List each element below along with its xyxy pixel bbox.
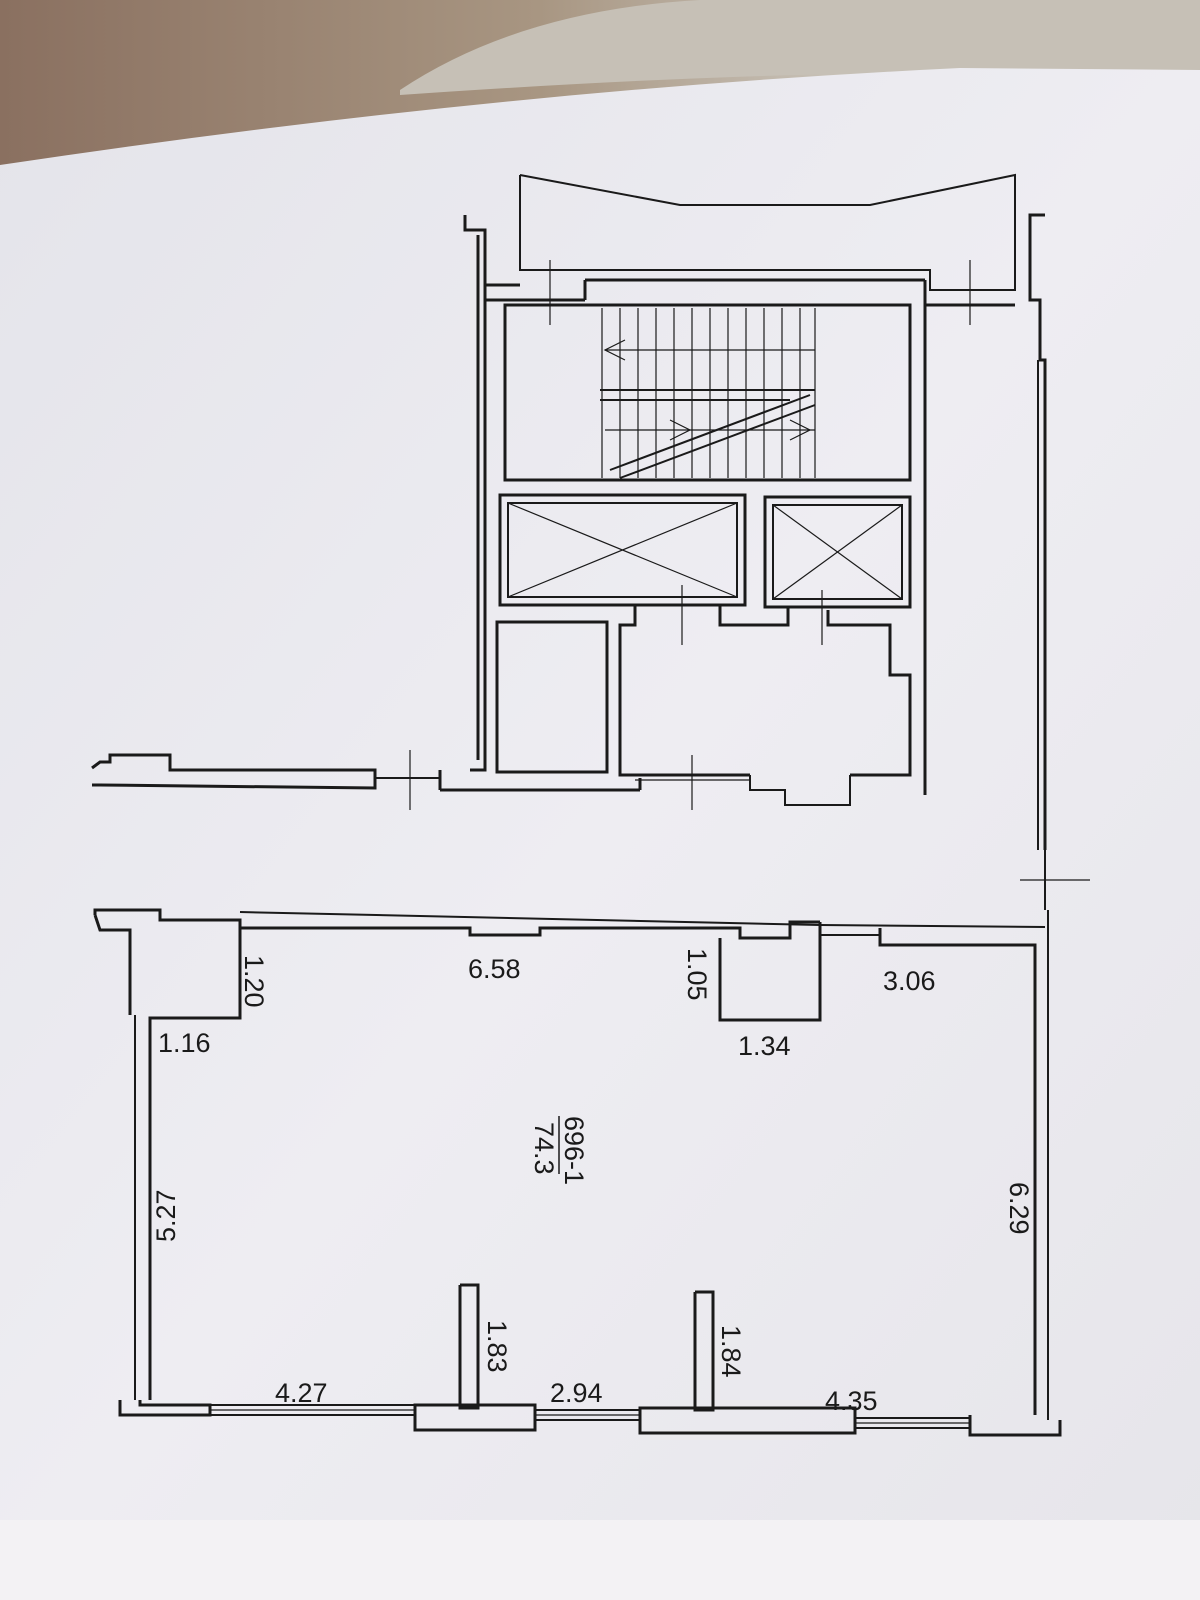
- dim-5-27: 5.27: [151, 1189, 181, 1242]
- dim-4-27: 4.27: [275, 1378, 328, 1408]
- dim-1-83: 1.83: [482, 1320, 512, 1373]
- dim-1-05: 1.05: [682, 948, 712, 1001]
- room-label: 696-1 74.3: [529, 1116, 589, 1185]
- stair-elevator-core: [91, 173, 1090, 910]
- elevator-shaft-large: [498, 493, 747, 607]
- paper-bottom-edge: [0, 1520, 1200, 1600]
- dimension-labels: 1.20 6.58 1.05 3.06 1.16 1.34 5.27 6.29 …: [151, 948, 1034, 1416]
- dim-1-34: 1.34: [738, 1031, 791, 1061]
- dim-6-58: 6.58: [468, 954, 521, 984]
- room-area: 74.3: [529, 1122, 559, 1175]
- dim-4-35: 4.35: [825, 1386, 878, 1416]
- apartment-outline: [93, 908, 1062, 1437]
- dim-1-16: 1.16: [158, 1028, 211, 1058]
- dim-6-29: 6.29: [1004, 1182, 1034, 1235]
- elevator-shaft-small: [763, 495, 912, 609]
- dim-3-06: 3.06: [883, 966, 936, 996]
- paper-sheet: [0, 68, 1200, 1600]
- room-id: 696-1: [559, 1116, 589, 1185]
- stair-treads: [600, 308, 816, 479]
- dim-2-94: 2.94: [550, 1378, 603, 1408]
- dim-1-20: 1.20: [239, 955, 269, 1008]
- dim-1-84: 1.84: [716, 1325, 746, 1378]
